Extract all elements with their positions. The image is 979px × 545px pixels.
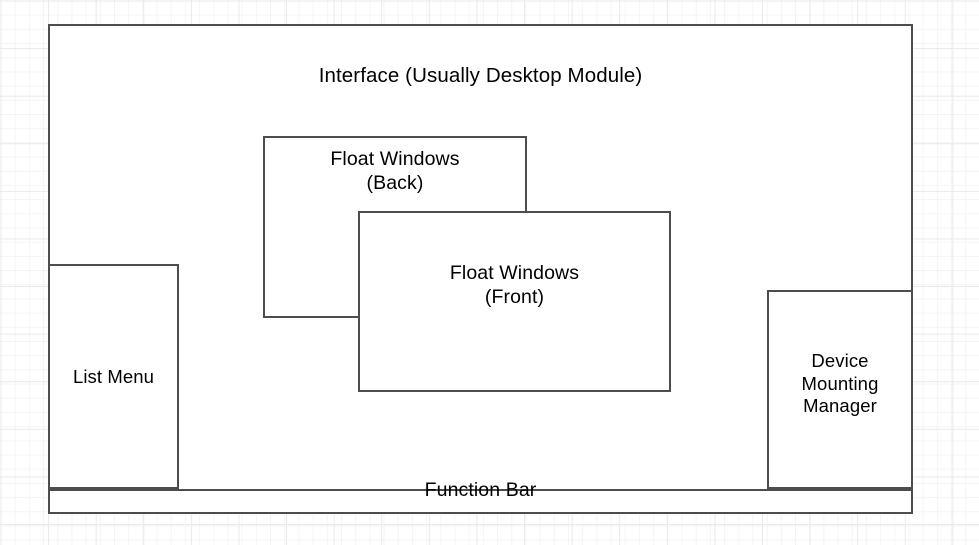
function-bar-label: Function Bar	[424, 479, 537, 501]
device-mounting-manager-box[interactable]: Device Mounting Manager	[767, 290, 913, 489]
float-window-front-box[interactable]: Float Windows (Front)	[358, 211, 671, 392]
list-menu-label: List Menu	[72, 366, 155, 387]
float-window-front-label: Float Windows (Front)	[449, 262, 580, 308]
float-window-back-label: Float Windows (Back)	[330, 148, 460, 194]
function-bar-box[interactable]: Function Bar	[48, 479, 913, 514]
list-menu-box[interactable]: List Menu	[48, 264, 179, 489]
device-mounting-manager-label: Device Mounting Manager	[801, 350, 879, 417]
interface-container-label: Interface (Usually Desktop Module)	[318, 64, 643, 87]
